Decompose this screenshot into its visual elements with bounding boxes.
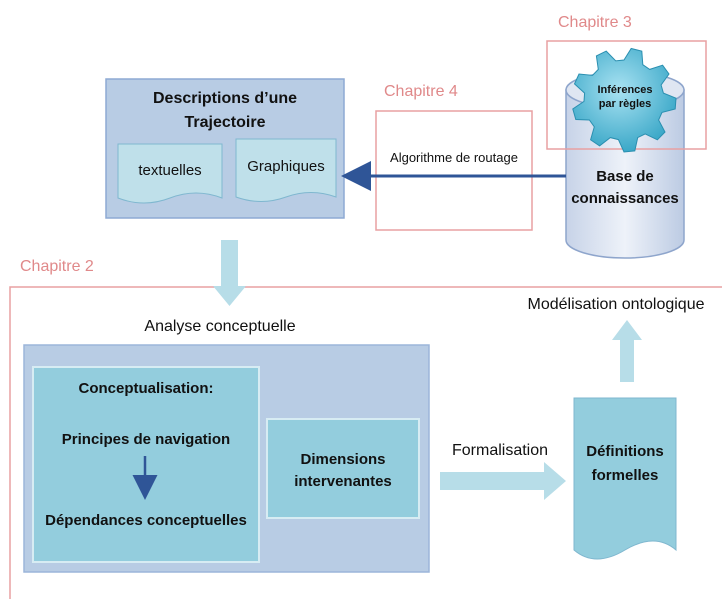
definitions-label-line2: formelles — [591, 467, 659, 484]
routing-label: Algorithme de routage — [390, 150, 518, 165]
chapter2-label: Chapitre 2 — [20, 258, 94, 275]
chapter4-label: Chapitre 4 — [384, 83, 458, 100]
concept-title: Conceptualisation: — [78, 380, 214, 397]
ontology-label: Modélisation ontologique — [527, 296, 705, 313]
ontology-up-arrow — [612, 320, 642, 382]
definitions-label-line1: Définitions — [586, 443, 664, 460]
principles-label: Principes de navigation — [61, 431, 231, 448]
descriptions-title-line1: Descriptions d’une — [152, 90, 298, 107]
descriptions-title: Descriptions d’une Trajectoire — [106, 87, 344, 135]
chapter3-label: Chapitre 3 — [558, 14, 632, 31]
dimensions-label-line1: Dimensions — [300, 451, 386, 468]
analysis-label: Analyse conceptuelle — [144, 318, 296, 335]
doc-graphiques-shape — [235, 138, 337, 202]
down-arrow-descriptions — [213, 240, 246, 306]
formalisation-label: Formalisation — [451, 442, 549, 459]
dimensions-label-line2: intervenantes — [294, 473, 392, 490]
dimensions-label: Dimensions intervenantes — [267, 449, 419, 493]
dimensions-box — [266, 418, 420, 519]
gear-label-line2: par règles — [598, 98, 652, 110]
definitions-label: Définitions formelles — [574, 440, 676, 488]
doc-textuelles-label: textuelles — [138, 162, 202, 179]
chapter2-frame — [9, 286, 722, 599]
database-label-line1: Base de — [596, 168, 654, 185]
doc-textuelles-shape — [117, 143, 223, 204]
gear-label-line1: Inférences — [597, 84, 653, 96]
gear-label: Inférences par règles — [588, 83, 662, 111]
inference-gear-shape — [572, 47, 677, 153]
database-label-line2: connaissances — [571, 190, 679, 207]
definitions-doc-shape — [573, 397, 677, 560]
formalisation-arrow — [440, 462, 566, 500]
descriptions-title-line2: Trajectoire — [184, 114, 266, 131]
dependencies-label: Dépendances conceptuelles — [45, 512, 247, 529]
chapter4-box — [375, 110, 533, 231]
doc-graphiques-label: Graphiques — [247, 158, 325, 175]
database-label: Base de connaissances — [566, 166, 684, 210]
